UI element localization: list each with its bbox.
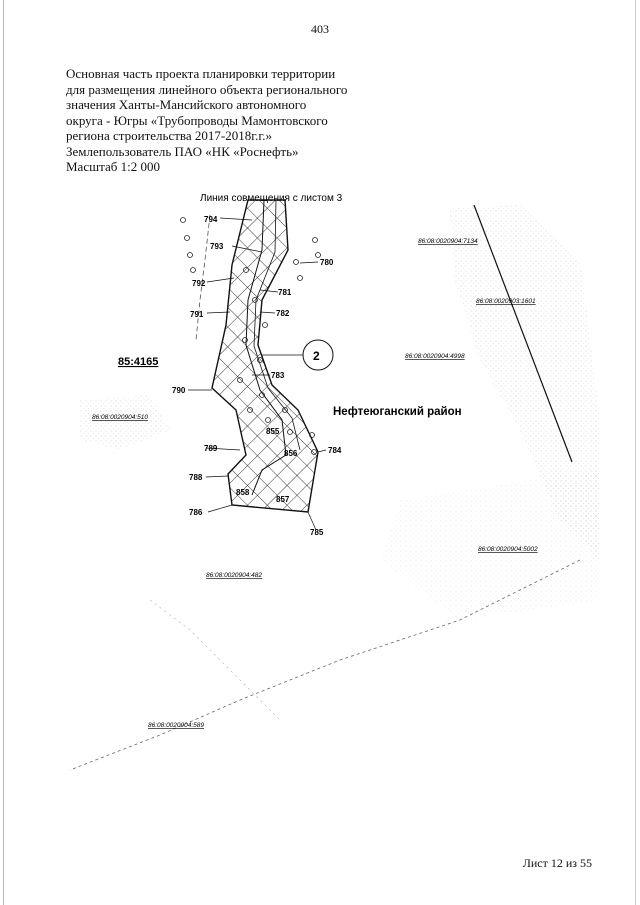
title-line: Основная часть проекта планировки террит… (66, 66, 336, 81)
scale-line: Масштаб 1:2 000 (66, 159, 160, 174)
land-user-line: Землепользователь ПАО «НК «Роснефть» (66, 143, 299, 159)
boundary-line (69, 559, 581, 771)
point-label: 857 (276, 495, 290, 504)
point-label: 785 (310, 528, 324, 537)
cadastral-label: 86:08:0020904:4998 (405, 353, 465, 360)
point-label: 781 (278, 288, 292, 297)
title-line: для размещения линейного объекта региона… (66, 81, 348, 97)
stippled-area (80, 395, 170, 450)
page-number: 403 (311, 22, 329, 36)
point-labels: 794 793 780 792 781 791 782 783 790 789 … (172, 215, 342, 537)
sheet-number: Лист 12 из 55 (522, 856, 592, 870)
scan-edge-right (635, 0, 636, 905)
point-label: 791 (190, 310, 204, 319)
point-label: 782 (276, 309, 290, 318)
district-label: Нефтеюганский район (333, 406, 462, 418)
cadastral-label: 86:08:0020904:510 (92, 414, 148, 421)
cadastral-label: 86:08:0020904:589 (148, 722, 204, 729)
scan-edge-left (3, 0, 4, 905)
point-label: 793 (210, 242, 224, 251)
point-label: 790 (172, 386, 186, 395)
title-line: округа - Югры «Трубопроводы Мамонтовског… (66, 112, 328, 128)
cadastral-label: 86:08:0020904:5002 (478, 546, 538, 553)
boundary-line (149, 599, 281, 721)
pipeline-axis (245, 199, 287, 496)
title-block: Основная часть проекта планировки террит… (66, 66, 366, 175)
point-label: 784 (328, 446, 342, 455)
point-label: 780 (320, 258, 334, 267)
survey-points (180, 217, 321, 455)
point-label: 789 (204, 444, 218, 453)
point-label: 792 (192, 279, 206, 288)
title-line: региона строительства 2017-2018г.г.» (66, 128, 272, 143)
cadastral-label: 86:08:0020904:482 (206, 572, 262, 579)
point-label: 786 (189, 508, 203, 517)
cadastral-labels: 86:08:0020904:7134 86:08:0020903:1601 86… (92, 238, 538, 729)
point-label: 856 (284, 449, 298, 458)
match-line-label: Линия совмещения с листом 3 (200, 193, 343, 204)
point-label: 788 (189, 473, 203, 482)
boundary-line (195, 214, 211, 341)
block-label: 85:4165 (118, 356, 158, 368)
point-label: 794 (204, 215, 218, 224)
point-label: 855 (266, 427, 280, 436)
stippled-area (450, 205, 600, 560)
cadastral-label: 86:08:0020903:1601 (476, 298, 536, 305)
stippled-area (380, 470, 600, 620)
title-line: значения Ханты-Мансийского автономного (66, 97, 307, 112)
point-label: 783 (271, 371, 285, 380)
cadastral-label: 86:08:0020904:7134 (418, 238, 478, 245)
diagonal-boundary (473, 204, 573, 463)
point-label: 858 (236, 488, 250, 497)
corridor-hatch (211, 199, 319, 513)
pipeline-axis (253, 199, 301, 451)
circle-label: 2 (313, 349, 320, 363)
leader-lines (188, 217, 327, 531)
